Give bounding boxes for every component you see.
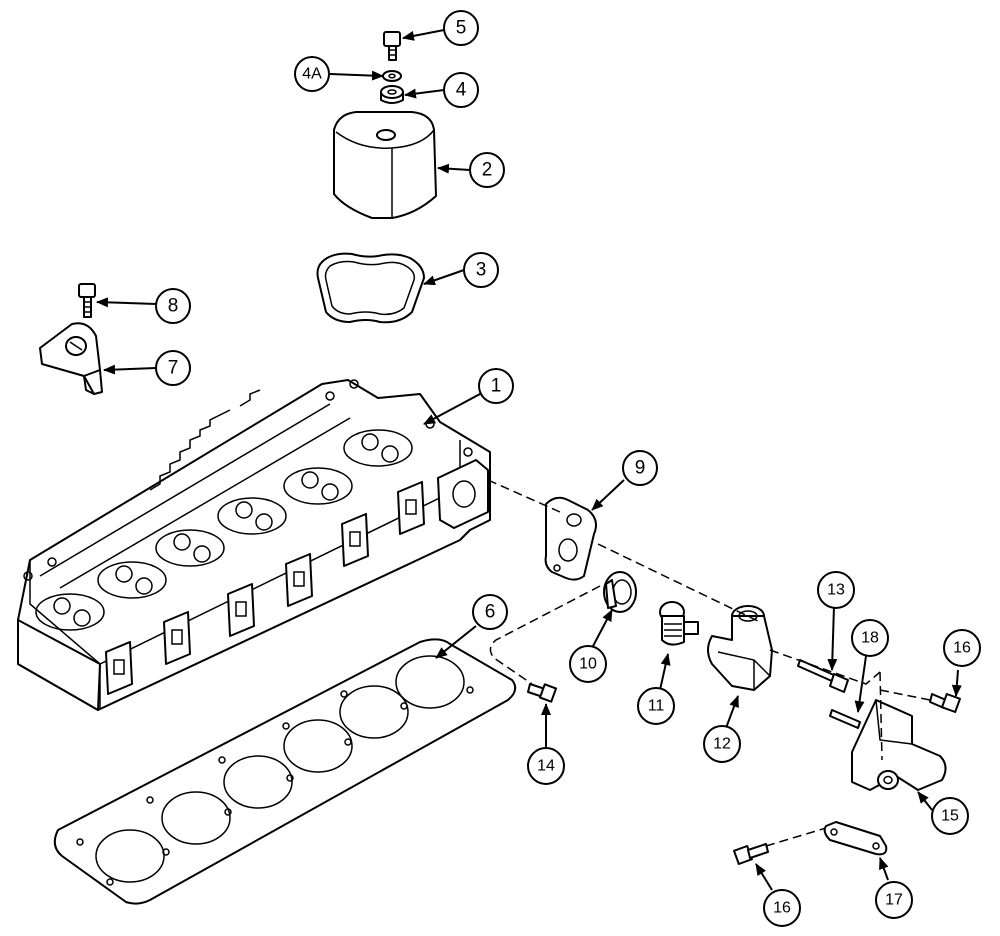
callout-12: 12 [703,725,741,763]
callout-7-label: 7 [168,358,179,379]
part-3-gasket [316,252,425,324]
callout-16-upper-label: 16 [953,640,971,657]
part-18-pin [829,709,861,729]
callout-13-label: 13 [827,582,845,599]
callout-18-label: 18 [861,630,879,647]
part-10-seal [603,571,637,613]
part-12-housing [707,605,773,691]
callout-3-label: 3 [476,260,487,281]
callout-6-label: 6 [485,602,496,623]
part-17-link [823,821,888,856]
part-9-gasket [544,496,597,581]
callout-4a-label: 4A [302,66,322,83]
callout-7: 7 [155,350,191,386]
callout-9-label: 9 [635,458,646,479]
callout-17: 17 [875,881,913,919]
callout-14-label: 14 [537,758,555,775]
callout-13: 13 [817,571,855,609]
callout-16-lower-label: 16 [773,900,791,917]
callout-16-upper: 16 [943,629,981,667]
callout-10: 10 [569,645,607,683]
callout-2: 2 [469,152,505,188]
callout-6: 6 [472,594,508,630]
callout-3: 3 [463,252,499,288]
callout-5: 5 [443,10,479,46]
part-4-grommet [380,85,404,104]
callout-11: 11 [637,687,675,725]
callout-10-label: 10 [579,656,597,673]
callout-1-label: 1 [491,376,502,397]
part-6-head-gasket [53,638,517,905]
callout-15: 15 [931,797,969,835]
callout-15-label: 15 [941,808,959,825]
callout-2-label: 2 [482,160,493,181]
part-8-bolt [78,283,96,318]
callout-8-label: 8 [168,296,179,317]
part-5-bolt [383,31,401,61]
callout-17-label: 17 [885,892,903,909]
part-14-bolt [527,683,558,703]
callout-4: 4 [443,72,479,108]
callout-11-label: 11 [648,698,665,715]
part-2-cover [333,111,437,219]
callout-16-lower: 16 [763,889,801,927]
callout-4-label: 4 [456,80,467,101]
callout-8: 8 [155,288,191,324]
part-7-bracket [39,322,103,395]
callout-14: 14 [527,747,565,785]
part-13-bolt [797,659,849,693]
callout-1: 1 [478,368,514,404]
part-4a-washer [382,70,402,82]
callout-4a: 4A [294,56,330,92]
assembly-lines [487,479,931,847]
callout-18: 18 [851,619,889,657]
callout-9: 9 [622,450,658,486]
part-11-thermostat [659,601,699,646]
part-16-lower-bolt [733,843,769,865]
callout-12-label: 12 [713,736,731,753]
part-1-cylinder-head [17,379,491,711]
callout-5-label: 5 [456,18,467,39]
part-15-bracket [851,699,947,791]
part-16-upper-bolt [929,693,961,713]
leader-arrows [96,29,962,891]
